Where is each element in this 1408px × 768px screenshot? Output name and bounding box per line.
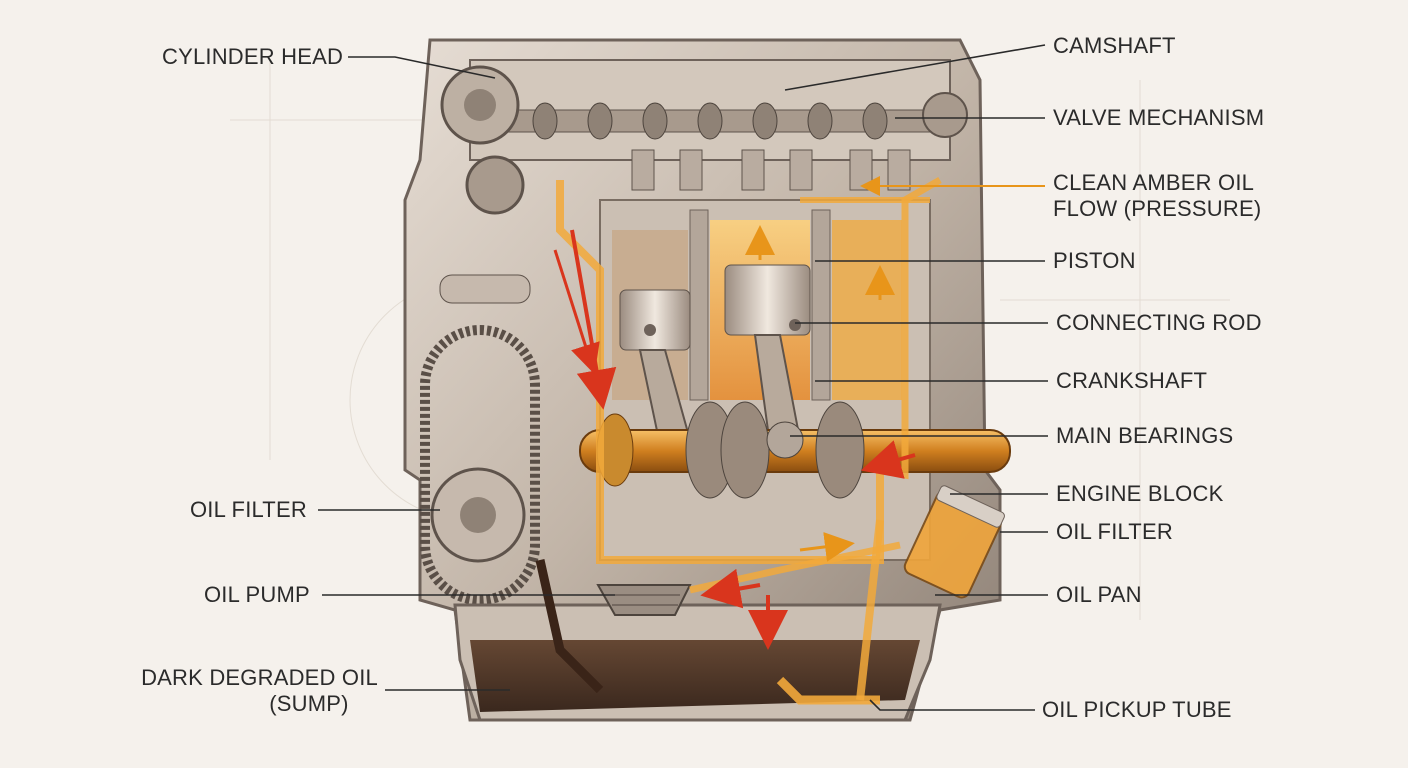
label-dark-degraded-oil-line2: (SUMP) bbox=[269, 691, 349, 716]
label-dark-degraded-oil-line1: DARK DEGRADED OIL bbox=[141, 665, 378, 690]
pistons bbox=[619, 264, 811, 351]
label-engine-block: ENGINE BLOCK bbox=[1056, 481, 1224, 506]
label-oil-pickup-tube: OIL PICKUP TUBE bbox=[1042, 697, 1232, 722]
label-clean-amber-oil: CLEAN AMBER OIL FLOW (PRESSURE) bbox=[1053, 170, 1261, 222]
cylinder-head bbox=[440, 59, 968, 215]
label-clean-amber-oil-line2: FLOW (PRESSURE) bbox=[1053, 196, 1262, 221]
label-oil-filter-right: OIL FILTER bbox=[1056, 519, 1173, 544]
oil-pan bbox=[453, 603, 942, 722]
label-oil-filter-left: OIL FILTER bbox=[190, 497, 307, 522]
oil-filter-canister bbox=[903, 485, 1005, 599]
label-connecting-rod: CONNECTING ROD bbox=[1056, 310, 1262, 335]
label-dark-degraded-oil: DARK DEGRADED OIL (SUMP) bbox=[140, 665, 378, 717]
oil-pump bbox=[596, 584, 692, 616]
label-valve-mechanism: VALVE MECHANISM bbox=[1053, 105, 1265, 130]
timing-chain bbox=[420, 274, 540, 605]
label-cylinder-head: CYLINDER HEAD bbox=[162, 44, 344, 69]
label-crankshaft: CRANKSHAFT bbox=[1056, 368, 1208, 393]
flow-arrows bbox=[553, 225, 916, 650]
label-oil-pump: OIL PUMP bbox=[204, 582, 310, 607]
label-piston: PISTON bbox=[1053, 248, 1136, 273]
leader-lines bbox=[318, 44, 1048, 711]
label-oil-pan: OIL PAN bbox=[1056, 582, 1142, 607]
connecting-rods bbox=[638, 334, 802, 447]
label-clean-amber-oil-line1: CLEAN AMBER OIL bbox=[1053, 170, 1255, 195]
label-main-bearings: MAIN BEARINGS bbox=[1056, 423, 1234, 448]
label-camshaft: CAMSHAFT bbox=[1053, 33, 1176, 58]
